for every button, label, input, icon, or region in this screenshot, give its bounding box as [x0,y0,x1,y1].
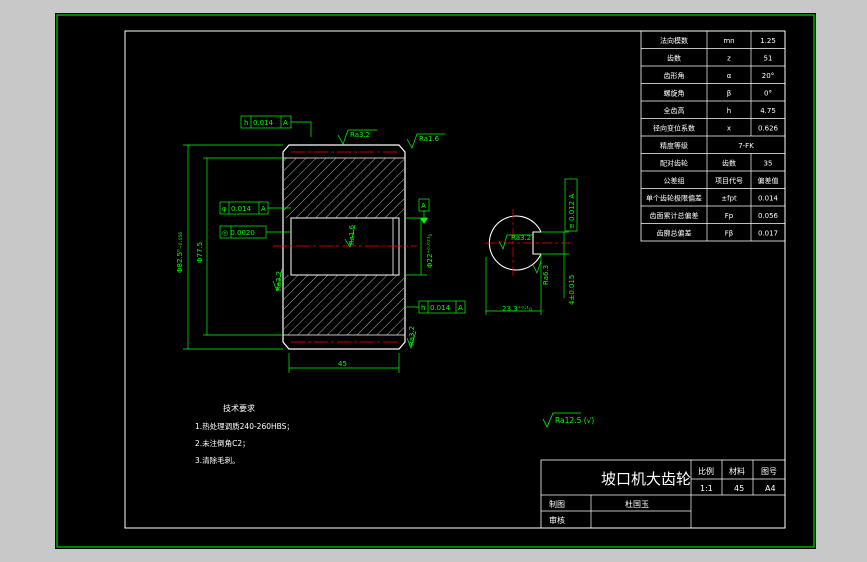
hub-side-view: ≡ 0.012 A Ra3.2 Ra6.3 4±0.015 23.3⁺⁰·¹₀ [485,178,578,315]
param-name: 配对齿轮 [660,158,688,167]
material-header: 材料 [729,466,745,476]
param-value: 0.014 [758,194,779,202]
drawing-no-header: 图号 [761,467,777,476]
param-name: 螺旋角 [664,88,685,97]
dimension-texts: Φ82.5⁰₋₀.₀₅₆ Φ77.5 Φ22⁺⁰·⁰²¹₀ 45 [176,232,434,368]
gear-outline [282,144,406,350]
dim-outer-diameter: Φ82.5⁰₋₀.₀₅₆ [176,232,184,273]
param-symbol: mn [723,37,734,45]
tech-item-2: 2.未注倒角C2； [195,438,250,448]
svg-text:◎ 0.0020: ◎ 0.0020 [222,229,255,237]
hatch-lower [284,275,404,335]
svg-text:Ra3.2: Ra3.2 [511,234,531,242]
check-label: 审核 [549,515,565,525]
scale-value: 1:1 [700,484,713,493]
param-symbol: z [727,54,731,62]
svg-text:23.3⁺⁰·¹₀: 23.3⁺⁰·¹₀ [502,305,532,313]
fcf-left: φ 0.014 A [219,201,291,215]
hatch-upper [284,158,404,218]
fcf-cylindricity: ◎ 0.0020 [219,225,291,239]
svg-text:≡ 0.012 A: ≡ 0.012 A [568,194,576,229]
title-block: 坡口机大齿轮 比例 材料 图号 1:1 45 A4 制图 杜国玉 审核 [540,459,786,529]
param-symbol: Fβ [725,229,734,237]
scale-header: 比例 [698,466,714,476]
tech-item-3: 3.清除毛刺。 [195,455,240,465]
svg-text:Ra1.6: Ra1.6 [348,224,356,245]
param-name: 齿形角 [664,71,685,80]
roughness-texts: Ra3.2 Ra1.6 Ra1.6 Ra3.2 Ra3.2 [275,131,440,346]
tech-heading: 技术要求 [223,403,255,413]
svg-text:Ra12.5 (√): Ra12.5 (√) [555,416,594,425]
svg-text:A: A [421,202,426,210]
param-value: 7-FK [738,142,754,150]
param-name: 径向变位系数 [653,123,695,132]
svg-text:4±0.015: 4±0.015 [568,275,576,305]
svg-text:h: h [244,119,248,127]
svg-text:Ra3.2: Ra3.2 [275,271,283,291]
param-name: 全齿高 [664,106,685,115]
param-value: 35 [764,159,773,167]
param-name: 齿数 [667,53,681,62]
svg-text:A: A [261,205,266,213]
parameter-table: 法向模数 mn 1.25 齿数 z 51 齿形角 α 20° 螺旋角 β 0° 全齿高 h 4.75 径向变位… [640,30,786,242]
dimensions-main [183,144,427,373]
svg-text:A: A [458,304,463,312]
param-name: 齿面累计总偏差 [650,211,699,220]
material-value: 45 [734,484,744,493]
param-name: 公差组 [664,176,685,185]
param-symbol: ±fpt [721,194,737,202]
param-name: 法向模数 [660,36,688,45]
param-symbol: α [727,72,732,80]
datum-a: A [418,198,430,224]
svg-text:Ra3.2: Ra3.2 [350,131,370,139]
drawing-border [124,30,786,529]
param-value: 0° [764,89,772,97]
param-name: 齿廓总偏差 [657,228,692,237]
global-roughness: Ra12.5 (√) [542,412,594,428]
dim-root-diameter: Φ77.5 [196,242,204,263]
param-value: 1.25 [760,37,776,45]
param-name: 单个齿轮极限偏差 [646,193,702,202]
svg-text:0.014: 0.014 [430,304,451,312]
outer-frame [56,14,815,548]
param-value: 偏差值 [758,176,779,185]
gear-drawing: 法向模数 mn 1.25 齿数 z 51 齿形角 α 20° 螺旋角 β 0° 全齿高 h 4.75 径向变位… [56,14,815,548]
svg-text:0.014: 0.014 [231,205,252,213]
param-symbol: Fp [725,212,734,220]
param-symbol: 齿数 [722,158,736,167]
param-value: 20° [762,72,774,80]
param-symbol: 项目代号 [715,176,743,185]
param-symbol: β [727,89,731,97]
svg-text:φ: φ [222,205,227,213]
tech-item-1: 1.热处理调质240-260HBS； [195,421,294,431]
param-name: 精度等级 [660,141,688,150]
svg-text:Ra1.6: Ra1.6 [419,135,440,143]
fcf-bottom: h 0.014 A [405,300,466,314]
param-value: 4.75 [760,107,776,115]
drawn-name: 杜国玉 [625,499,649,509]
param-symbol: h [727,107,731,115]
svg-text:A: A [283,119,288,127]
svg-text:h: h [421,304,425,312]
param-value: 0.056 [758,212,779,220]
tech-requirements: 技术要求 1.热处理调质240-260HBS； 2.未注倒角C2； 3.清除毛刺… [195,403,294,465]
fcf-top: h 0.014 A [240,115,312,137]
param-value: 51 [764,54,773,62]
gear-section-view [273,144,417,350]
dim-bore-diameter: Φ22⁺⁰·⁰²¹₀ [426,233,434,268]
roughness-main [272,129,445,350]
part-title: 坡口机大齿轮 [601,470,691,488]
svg-text:0.014: 0.014 [253,119,274,127]
svg-text:Ra3.2: Ra3.2 [408,326,416,346]
drawn-label: 制图 [549,499,565,509]
param-value: 0.017 [758,229,778,237]
drawing-canvas[interactable]: 法向模数 mn 1.25 齿数 z 51 齿形角 α 20° 螺旋角 β 0° 全齿高 h 4.75 径向变位… [55,13,816,549]
drawing-no-value: A4 [765,484,776,493]
param-value: 0.626 [758,124,779,132]
param-symbol: x [727,124,731,132]
dim-width: 45 [338,360,347,368]
svg-text:Ra6.3: Ra6.3 [542,265,550,285]
